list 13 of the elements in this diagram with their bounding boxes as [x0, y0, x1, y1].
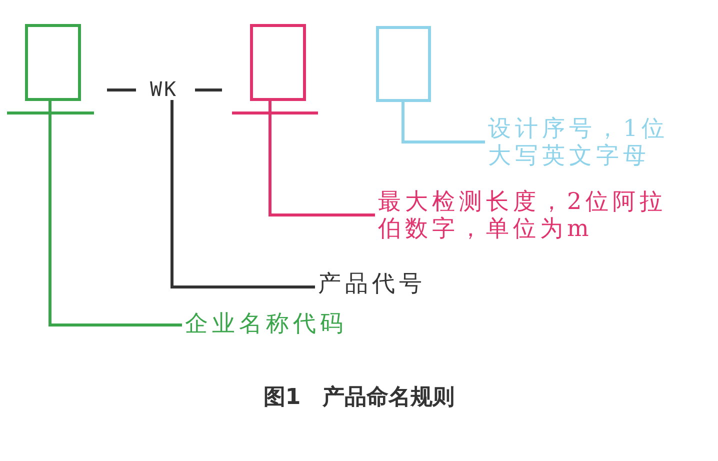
label-text: 设计序号，1位大写英文字母 [488, 116, 688, 170]
label-text: 产品代号 [318, 271, 458, 298]
code-box [376, 26, 431, 102]
label-text: WK [150, 78, 196, 100]
code-box [250, 24, 306, 101]
leader-line [170, 100, 315, 288]
caption: 图1 产品命名规则 [263, 385, 455, 410]
leader-line [48, 101, 182, 326]
leader-line [402, 102, 485, 144]
leader-line [268, 101, 375, 216]
label-text: 企业名称代码 [185, 311, 385, 338]
label-text: 最大检测长度，2位阿拉伯数字，单位为m [378, 189, 678, 243]
code-box [25, 24, 81, 101]
